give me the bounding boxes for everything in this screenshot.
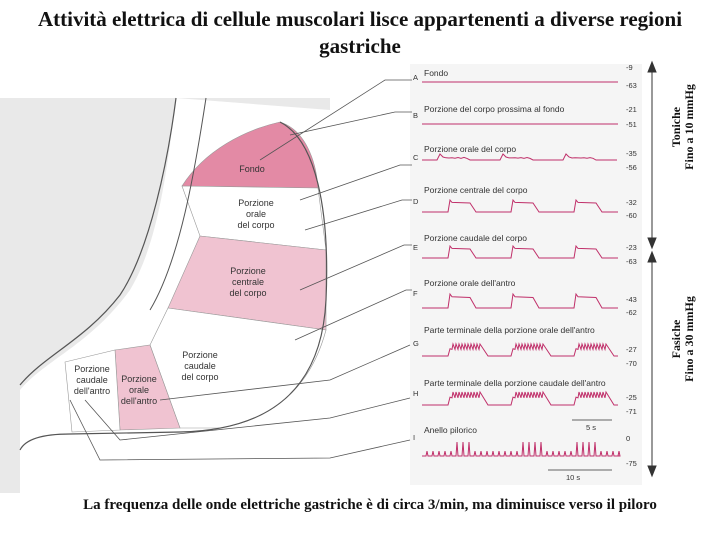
phasic-arrow-head-top <box>647 250 657 263</box>
trace-b-tick-bottom: -51 <box>626 120 637 129</box>
trace-g-tick-bottom: -70 <box>626 359 637 368</box>
label-caudale-corpo-3: del corpo <box>181 372 218 382</box>
trace-g-label: Parte terminale della porzione orale del… <box>424 325 595 335</box>
label-fondo: Fondo <box>239 164 265 174</box>
trace-f: F Porzione orale dell'antro -43 -62 <box>413 278 637 317</box>
trace-group: A Fondo -9 -63 B Porzione del corpo pros… <box>413 63 637 482</box>
trace-e: E Porzione caudale del corpo -23 -63 <box>413 233 637 266</box>
scale-label-10s: 10 s <box>566 473 580 482</box>
leader-line-e <box>299 244 412 291</box>
label-caudale-antro-1: Porzione <box>74 364 110 374</box>
trace-i-tick-top: 0 <box>626 434 630 443</box>
group-arrows <box>647 60 657 478</box>
tonic-arrow-head-top <box>647 60 657 73</box>
trace-a-tick-top: -9 <box>626 63 633 72</box>
phasic-group-label: Fasiche Fino a 30 mmHg <box>669 274 696 404</box>
trace-e-wave <box>422 244 618 259</box>
leader-line-d <box>304 199 412 231</box>
page-title: Attività elettrica di cellule muscolari … <box>37 7 683 58</box>
trace-f-label: Porzione orale dell'antro <box>424 278 516 288</box>
trace-g-wave <box>422 342 618 357</box>
leader-line-i <box>69 399 411 461</box>
trace-g: G Parte terminale della porzione orale d… <box>413 325 637 368</box>
tonic-arrow-head-bottom <box>647 237 657 250</box>
region-fondo <box>181 121 319 189</box>
trace-h-tick-bottom: -71 <box>626 407 637 416</box>
tonic-line-2: Fino a 10 mmHg <box>682 84 696 170</box>
label-centrale-corpo-2: centrale <box>232 277 264 287</box>
trace-d-tick-bottom: -60 <box>626 211 637 220</box>
inner-wall-line <box>149 97 207 311</box>
traces-panel <box>410 64 642 485</box>
trace-h-wave <box>422 390 618 406</box>
trace-h: H Parte terminale della porzione caudale… <box>413 378 637 432</box>
label-orale-antro-2: orale <box>129 385 149 395</box>
trace-c-letter: C <box>413 153 419 162</box>
trace-a: A Fondo -9 -63 <box>413 63 637 90</box>
leader-line-f <box>294 289 412 341</box>
trace-c-label: Porzione orale del corpo <box>424 144 516 154</box>
label-orale-corpo-1: Porzione <box>238 198 274 208</box>
greater-curvature-line <box>19 121 328 451</box>
trace-i-tick-bottom: -75 <box>626 459 637 468</box>
trace-g-letter: G <box>413 339 419 348</box>
trace-e-tick-top: -23 <box>626 243 637 252</box>
leader-line-c <box>299 164 412 201</box>
trace-d-tick-top: -32 <box>626 198 637 207</box>
trace-c-tick-bottom: -56 <box>626 163 637 172</box>
trace-f-tick-top: -43 <box>626 295 637 304</box>
label-orale-antro-3: dell'antro <box>121 396 157 406</box>
trace-d-wave <box>422 198 618 213</box>
trace-h-label: Parte terminale della porzione caudale d… <box>424 378 606 388</box>
trace-b-tick-top: -21 <box>626 105 637 114</box>
leader-line-a <box>259 79 412 161</box>
trace-h-letter: H <box>413 389 418 398</box>
trace-c: C Porzione orale del corpo -35 -56 <box>413 144 637 172</box>
trace-c-tick-top: -35 <box>626 149 637 158</box>
trace-d-label: Porzione centrale del corpo <box>424 185 528 195</box>
trace-f-wave <box>422 292 618 309</box>
leader-line-g <box>159 344 411 401</box>
trace-h-tick-top: -25 <box>626 393 637 402</box>
label-orale-corpo-3: del corpo <box>237 220 274 230</box>
trace-f-letter: F <box>413 289 418 298</box>
trace-i-wave <box>422 441 621 457</box>
label-centrale-corpo-1: Porzione <box>230 266 266 276</box>
trace-b: B Porzione del corpo prossima al fondo -… <box>413 104 637 129</box>
trace-c-wave <box>422 153 617 161</box>
leader-line-h <box>84 397 411 441</box>
label-centrale-corpo-3: del corpo <box>229 288 266 298</box>
leader-line-b <box>289 111 412 136</box>
label-orale-corpo-2: orale <box>246 209 266 219</box>
trace-g-tick-top: -27 <box>626 345 637 354</box>
trace-f-tick-bottom: -62 <box>626 308 637 317</box>
trace-i-letter: I <box>413 433 415 442</box>
phasic-arrow-head-bottom <box>647 465 657 478</box>
trace-a-tick-bottom: -63 <box>626 81 637 90</box>
trace-i: I Anello pilorico 0 -75 10 s <box>413 425 637 482</box>
phasic-line-2: Fino a 30 mmHg <box>682 296 696 382</box>
scale-label-5s: 5 s <box>586 423 596 432</box>
leader-lines <box>69 79 412 461</box>
trace-e-label: Porzione caudale del corpo <box>424 233 527 243</box>
trace-e-tick-bottom: -63 <box>626 257 637 266</box>
trace-b-label: Porzione del corpo prossima al fondo <box>424 104 565 114</box>
label-caudale-corpo-1: Porzione <box>182 350 218 360</box>
trace-a-letter: A <box>413 73 418 82</box>
tonic-group-label: Toniche Fino a 10 mmHg <box>669 66 696 188</box>
label-orale-antro-1: Porzione <box>121 374 157 384</box>
region-caudale-antro <box>64 349 121 433</box>
trace-d: D Porzione centrale del corpo -32 -60 <box>413 185 637 220</box>
label-caudale-antro-2: caudale <box>76 375 108 385</box>
trace-d-letter: D <box>413 197 419 206</box>
figure-caption: La frequenza delle onde elettriche gastr… <box>83 497 657 513</box>
trace-a-label: Fondo <box>424 68 448 78</box>
trace-i-label: Anello pilorico <box>424 425 477 435</box>
label-caudale-corpo-2: caudale <box>184 361 216 371</box>
trace-e-letter: E <box>413 243 418 252</box>
trace-b-letter: B <box>413 111 418 120</box>
label-caudale-antro-3: dell'antro <box>74 386 110 396</box>
lesser-curvature-line <box>19 97 177 386</box>
